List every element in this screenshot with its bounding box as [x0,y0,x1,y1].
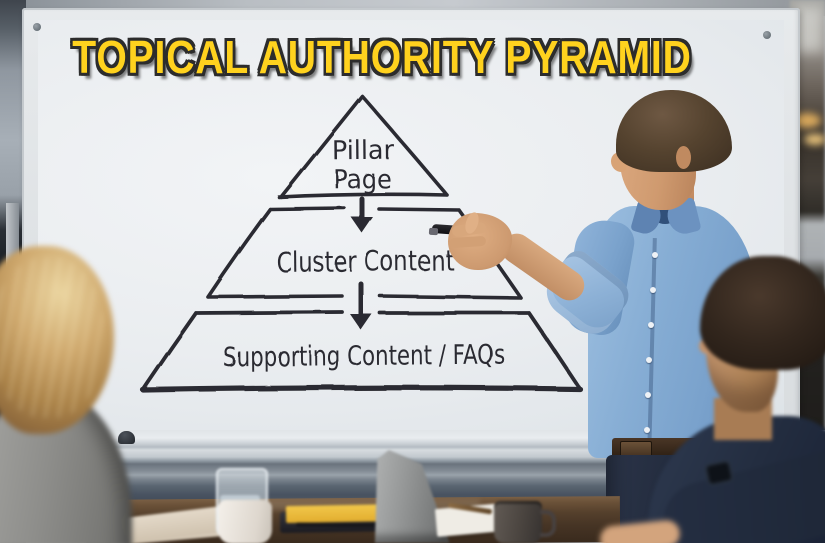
page-title: TOPICAL AUTHORITY PYRAMID [72,31,692,83]
table-reflection [250,500,480,510]
whiteboard-magnet [118,431,135,444]
ceiling-light-blur [793,113,821,128]
screw-icon [763,31,771,39]
screw-icon [33,23,41,31]
ceiling-light-blur [804,134,825,145]
glass-wall-divider [6,203,19,269]
